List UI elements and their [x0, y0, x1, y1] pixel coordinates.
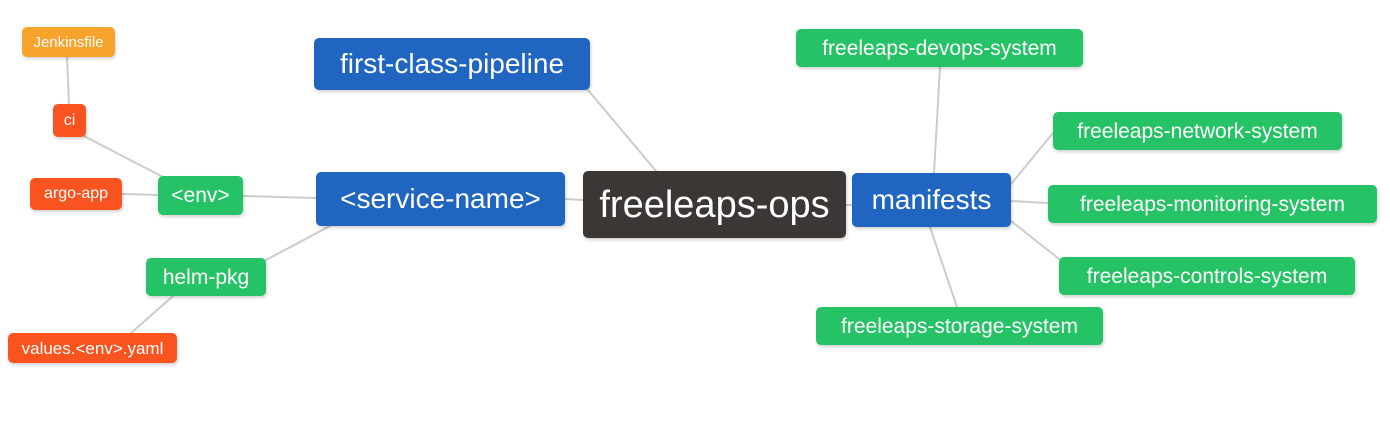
node-freeleaps-storage-system[interactable]: freeleaps-storage-system — [816, 307, 1103, 345]
node-argo-app[interactable]: argo-app — [30, 178, 122, 210]
node-values-env-yaml[interactable]: values.<env>.yaml — [8, 333, 177, 363]
node-helm-pkg[interactable]: helm-pkg — [146, 258, 266, 296]
edge-manifests-to-freeleaps-storage-system — [929, 226, 958, 308]
node-freeleaps-ops[interactable]: freeleaps-ops — [583, 171, 846, 238]
node-env[interactable]: <env> — [158, 176, 243, 215]
edge-ci-to-env — [83, 135, 164, 178]
node-freeleaps-devops-system[interactable]: freeleaps-devops-system — [796, 29, 1083, 67]
edge-jenkinsfile-to-ci — [66, 56, 70, 105]
edge-helm-pkg-to-service-name — [265, 225, 331, 261]
node-jenkinsfile[interactable]: Jenkinsfile — [22, 27, 115, 57]
node-freeleaps-network-system[interactable]: freeleaps-network-system — [1053, 112, 1342, 150]
edge-manifests-to-freeleaps-network-system — [1010, 132, 1054, 185]
node-first-class-pipeline[interactable]: first-class-pipeline — [314, 38, 590, 90]
edge-manifests-to-freeleaps-monitoring-system — [1010, 200, 1049, 204]
node-freeleaps-monitoring-system[interactable]: freeleaps-monitoring-system — [1048, 185, 1377, 223]
edge-service-name-to-freeleaps-ops — [564, 198, 584, 201]
edge-first-class-pipeline-to-freeleaps-ops — [587, 89, 657, 172]
node-ci[interactable]: ci — [53, 104, 86, 137]
edge-manifests-to-freeleaps-devops-system — [933, 66, 941, 174]
node-freeleaps-controls-system[interactable]: freeleaps-controls-system — [1059, 257, 1355, 295]
node-service-name[interactable]: <service-name> — [316, 172, 565, 226]
node-manifests[interactable]: manifests — [852, 173, 1011, 227]
edge-manifests-to-freeleaps-controls-system — [1010, 220, 1060, 260]
edge-values-env-yaml-to-helm-pkg — [130, 295, 174, 334]
edge-env-to-service-name — [242, 195, 317, 199]
edge-argo-app-to-env — [121, 193, 159, 196]
